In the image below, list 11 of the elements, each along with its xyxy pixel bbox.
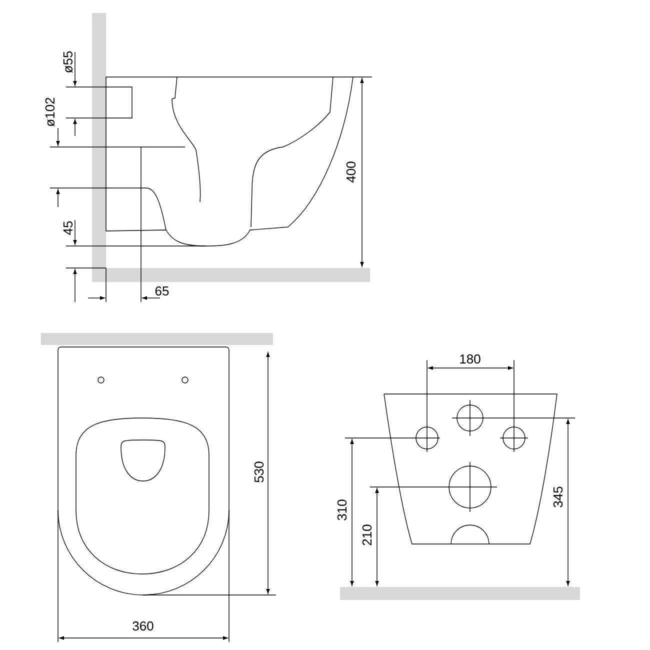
dimension-label: 360 xyxy=(132,621,154,631)
dimension-label: 310 xyxy=(337,500,347,520)
dimension-label: ø102 xyxy=(45,98,55,127)
dimension-label: 45 xyxy=(63,221,73,235)
dimension-label: 210 xyxy=(362,524,372,546)
dimension-label: 345 xyxy=(553,486,563,508)
dimension-label: 180 xyxy=(460,354,480,364)
dimension-label: 530 xyxy=(254,462,264,482)
dimension-label: 65 xyxy=(155,286,169,296)
dimension-label: ø55 xyxy=(63,51,73,73)
dimension-label: 400 xyxy=(346,162,356,183)
